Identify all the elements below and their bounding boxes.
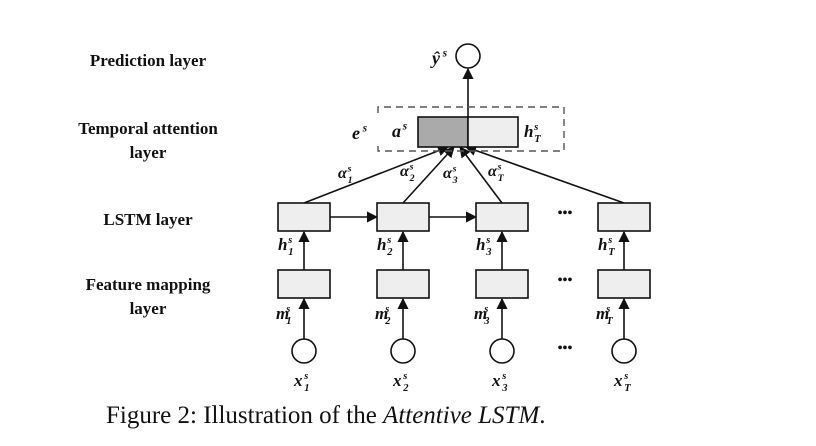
lstm-cell-3 [475,202,529,232]
caption-suffix: . [539,402,546,429]
input-node-3 [489,338,515,364]
attention-layer-label-line2: layer [129,143,167,162]
lstm-cell-2 [376,202,430,232]
embedding-dashed-bracket [377,106,565,152]
caption-prefix: Figure 2: Illustration of the [106,402,384,429]
lstm-cell-1 [277,202,331,232]
ellipsis-1: ••• [558,206,573,221]
attention-edge-2 [402,146,455,204]
mapping-cell-2 [376,269,430,299]
mapping-layer-label-line2: layer [129,299,167,318]
input-node-2 [390,338,416,364]
mapping-layer-label: Feature mapping layer [48,273,248,321]
attention-edge-3 [459,146,503,204]
mapping-cell-1 [277,269,331,299]
edges-group [298,67,630,339]
lstm-cell-4 [597,202,651,232]
lstm-layer-label: LSTM layer [103,210,193,229]
attention-vector-box [417,116,469,148]
prediction-node [455,43,481,69]
attention-layer-label: Temporal attention layer [48,117,248,165]
mapping-layer-label-line1: Feature mapping [85,275,211,294]
last-hidden-box [467,116,519,148]
input-node-1 [291,338,317,364]
attention-edge-1 [303,145,450,204]
mapping-cell-3 [475,269,529,299]
caption-emphasis: Attentive LSTM [383,402,540,429]
nodes-group [277,43,651,364]
ellipsis-2: ••• [558,273,573,288]
mapping-cell-4 [597,269,651,299]
ellipsis-3: ••• [558,341,573,356]
prediction-layer-label: Prediction layer [89,51,207,70]
attention-layer-label-line1: Temporal attention [78,119,218,138]
input-node-4 [611,338,637,364]
attention-edge-4 [464,145,625,204]
